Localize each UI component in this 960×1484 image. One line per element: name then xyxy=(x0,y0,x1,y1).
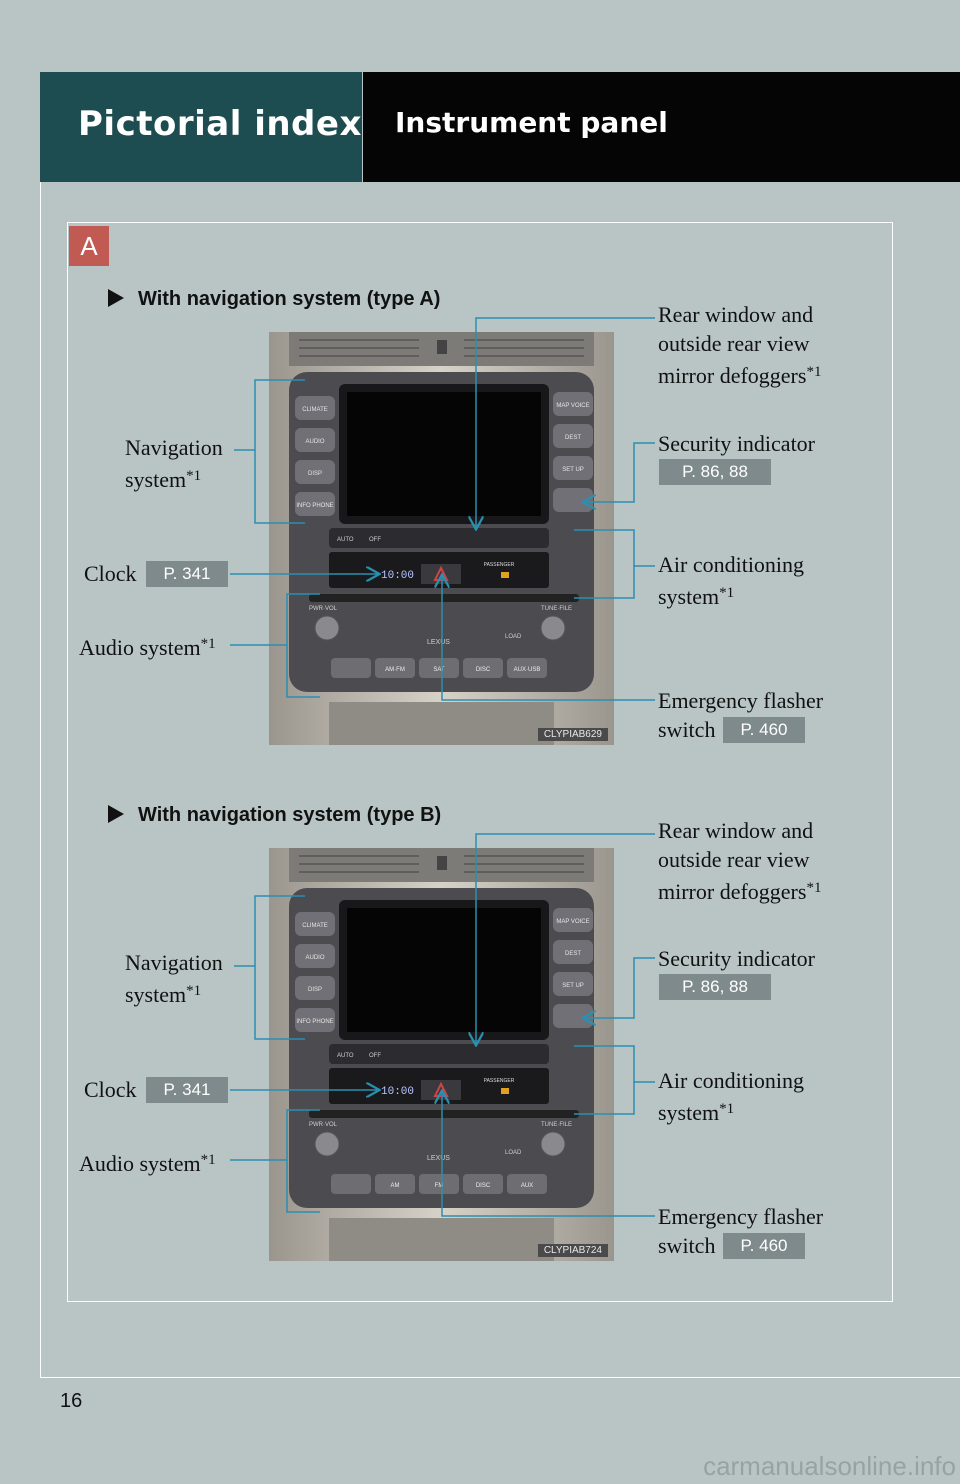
svg-text:DISP: DISP xyxy=(308,987,322,993)
image-code: CLYPIAB629 xyxy=(537,728,608,741)
svg-text:AUX·USB: AUX·USB xyxy=(514,667,541,673)
svg-text:PWR·VOL: PWR·VOL xyxy=(309,1122,338,1128)
label-clock: Clock xyxy=(84,561,137,586)
svg-text:MAP VOICE: MAP VOICE xyxy=(556,919,589,925)
svg-text:AUDIO: AUDIO xyxy=(305,955,324,961)
svg-text:INFO PHONE: INFO PHONE xyxy=(296,503,333,509)
triangle-bullet-icon xyxy=(108,289,124,307)
svg-text:AUDIO: AUDIO xyxy=(305,439,324,445)
svg-text:CLIMATE: CLIMATE xyxy=(302,923,328,929)
console-illustration: CLIMATE AUDIO DISP INFO PHONE MAP VOICE … xyxy=(269,848,614,1261)
svg-text:AUTO: AUTO xyxy=(337,537,354,543)
label-audio-system: Audio system*1 xyxy=(79,1151,216,1176)
svg-text:LOAD: LOAD xyxy=(505,634,522,640)
svg-text:PWR·VOL: PWR·VOL xyxy=(309,606,338,612)
svg-text:LOAD: LOAD xyxy=(505,1150,522,1156)
svg-text:LEXUS: LEXUS xyxy=(427,1155,450,1162)
diagram-b-heading: With navigation system (type B) xyxy=(108,804,441,827)
svg-text:AM: AM xyxy=(391,1183,400,1189)
page-ref-clock[interactable]: P. 341 xyxy=(146,1077,228,1103)
svg-text:DISC: DISC xyxy=(476,1183,491,1189)
image-code: CLYPIAB724 xyxy=(537,1244,608,1257)
nav-button-climate: CLIMATE xyxy=(302,407,328,413)
svg-text:PASSENGER: PASSENGER xyxy=(484,562,515,568)
svg-text:PASSENGER: PASSENGER xyxy=(484,1078,515,1084)
page-ref-security[interactable]: P. 86, 88 xyxy=(659,459,771,485)
label-security-indicator: Security indicator xyxy=(658,946,816,971)
section-header: Pictorial index xyxy=(40,72,362,182)
diagram-a-photo: CLIMATE AUDIO DISP INFO PHONE MAP VOICE … xyxy=(269,332,614,745)
page-title: Instrument panel xyxy=(395,106,668,139)
svg-text:DEST: DEST xyxy=(565,435,581,441)
clock-display: 10:00 xyxy=(381,570,414,582)
page-ref-emergency[interactable]: P. 460 xyxy=(723,1233,805,1259)
label-security-indicator: Security indicator xyxy=(658,431,816,456)
svg-text:OFF: OFF xyxy=(369,1053,381,1059)
page-frame xyxy=(40,72,960,1378)
diagram-a-heading: With navigation system (type A) xyxy=(108,288,440,311)
svg-text:DISC: DISC xyxy=(476,667,491,673)
svg-text:FM: FM xyxy=(435,1183,444,1189)
diagram-b-photo: CLIMATE AUDIO DISP INFO PHONE MAP VOICE … xyxy=(269,848,614,1261)
watermark: carmanualsonline.info xyxy=(703,1451,956,1481)
svg-text:OFF: OFF xyxy=(369,537,381,543)
clock-display: 10:00 xyxy=(381,1086,414,1098)
page-number: 16 xyxy=(60,1390,83,1412)
svg-text:LEXUS: LEXUS xyxy=(427,639,450,646)
page-ref-security[interactable]: P. 86, 88 xyxy=(659,974,771,1000)
svg-text:INFO PHONE: INFO PHONE xyxy=(296,1019,333,1025)
label-audio-system: Audio system*1 xyxy=(79,635,216,660)
svg-text:AUTO: AUTO xyxy=(337,1053,354,1059)
section-tag: A xyxy=(69,226,109,266)
svg-text:AM·FM: AM·FM xyxy=(385,667,405,673)
label-clock: Clock xyxy=(84,1077,137,1102)
page-ref-clock[interactable]: P. 341 xyxy=(146,561,228,587)
content-box xyxy=(67,222,893,1302)
svg-text:TUNE·FILE: TUNE·FILE xyxy=(541,606,572,612)
svg-text:DISP: DISP xyxy=(308,471,322,477)
page-header: Instrument panel xyxy=(363,72,960,182)
svg-text:AUX: AUX xyxy=(521,1183,533,1189)
svg-text:DEST: DEST xyxy=(565,951,581,957)
triangle-bullet-icon xyxy=(108,805,124,823)
page-ref-emergency[interactable]: P. 460 xyxy=(723,717,805,743)
svg-text:SET UP: SET UP xyxy=(562,983,584,989)
section-title: Pictorial index xyxy=(78,104,362,144)
svg-text:TUNE·FILE: TUNE·FILE xyxy=(541,1122,572,1128)
svg-text:SAT: SAT xyxy=(433,667,445,673)
svg-text:SET UP: SET UP xyxy=(562,467,584,473)
svg-text:MAP VOICE: MAP VOICE xyxy=(556,403,589,409)
